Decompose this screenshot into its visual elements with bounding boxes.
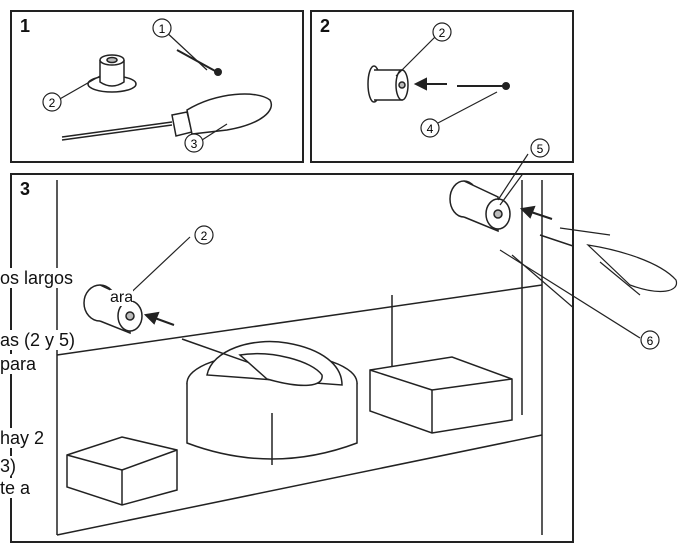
callout-screw: 4: [427, 122, 434, 136]
bushing-part: [449, 180, 511, 233]
callout-cabinet: 6: [647, 334, 654, 348]
screwdriver-tool: [61, 93, 273, 141]
step-1-illustration: 1 2 3: [42, 18, 273, 153]
bushing-part: [367, 65, 409, 103]
evaporation-tray: [369, 356, 513, 434]
screwdriver-tool: [181, 338, 323, 387]
text-fragment: 3): [0, 456, 17, 476]
text-fragment: para: [0, 354, 37, 374]
callout-screw: 1: [159, 22, 166, 36]
step-1-panel: 1 1 2 3: [10, 10, 304, 163]
callout-bushing: 2: [439, 26, 446, 40]
insert-arrow: [143, 311, 175, 326]
callout-circle: [152, 18, 172, 38]
callout-circle: [184, 133, 204, 153]
text-fragment: te a: [0, 478, 31, 498]
callout-bushing-left: 2: [201, 229, 208, 243]
insert-arrow: [519, 205, 553, 220]
callout-circle: [194, 225, 214, 245]
text-fragment: hay 2: [0, 428, 45, 448]
callout-screwdriver: 3: [191, 137, 198, 151]
relay-box: [66, 436, 178, 506]
callout-circle: [42, 92, 62, 112]
screwdriver-tool: [539, 234, 572, 247]
screw-part: [457, 82, 510, 90]
step-number: 3: [20, 179, 31, 199]
text-fragment: ara: [110, 289, 134, 306]
callout-circle: [420, 118, 440, 138]
text-fragment: os largos: [0, 268, 74, 288]
step-number: 1: [20, 16, 31, 36]
text-fragment: as (2 y 5): [0, 330, 76, 350]
step-3-illustration: 2: [56, 175, 572, 536]
step-number: 2: [320, 16, 331, 36]
step-3-panel: 3: [10, 173, 574, 543]
callout-circle: [432, 22, 452, 42]
callout-circle: [640, 330, 660, 350]
callout-bushing: 2: [49, 96, 56, 110]
insert-arrow: [413, 77, 447, 91]
step-2-illustration: 2 4: [367, 22, 510, 138]
step-2-panel: 2 2 4: [310, 10, 574, 163]
screwdriver-handle: [586, 244, 678, 292]
cabinet-compartment: [56, 180, 543, 536]
bushing-part: [87, 54, 137, 93]
